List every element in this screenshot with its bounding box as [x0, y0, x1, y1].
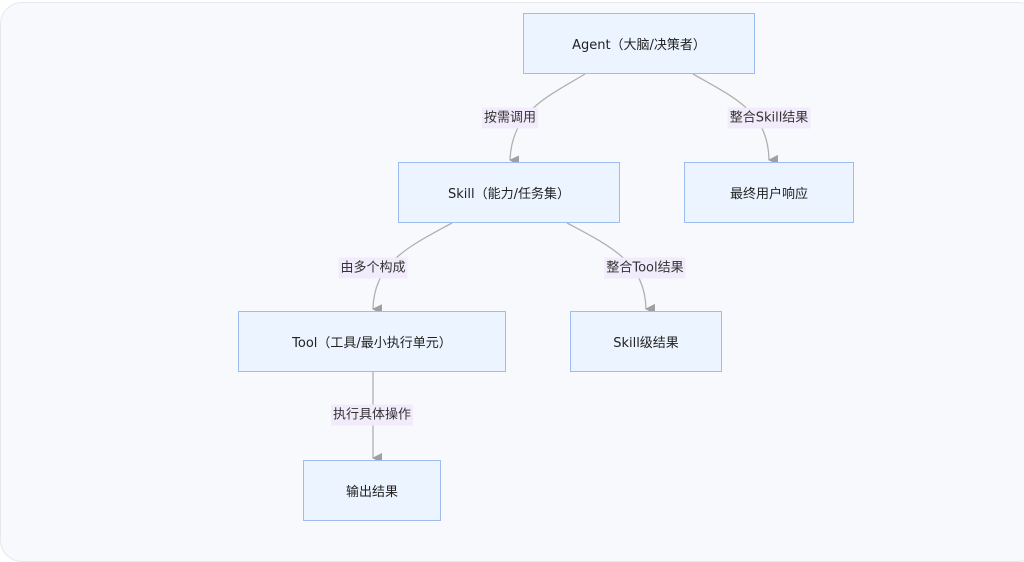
node-skill-label: Skill（能力/任务集）: [448, 187, 570, 202]
edge-label-integrate-tool: 整合Tool结果: [604, 257, 686, 279]
edge-label-composed-of: 由多个构成: [338, 257, 408, 279]
node-output-label: 输出结果: [345, 485, 398, 500]
node-skill[interactable]: Skill（能力/任务集）: [398, 162, 620, 223]
node-tool-label: Tool（工具/最小执行单元）: [292, 336, 452, 351]
node-final-response[interactable]: 最终用户响应: [684, 162, 854, 223]
node-agent[interactable]: Agent（大脑/决策者）: [523, 13, 755, 74]
node-skill-result[interactable]: Skill级结果: [570, 311, 722, 372]
edge-label-execute: 执行具体操作: [330, 404, 414, 426]
edge-skill-tool: [372, 222, 453, 315]
node-agent-label: Agent（大脑/决策者）: [572, 38, 706, 53]
edges-layer: [372, 73, 779, 463]
node-final-response-label: 最终用户响应: [729, 187, 808, 202]
edge-label-integrate-skill: 整合Skill结果: [727, 107, 811, 129]
node-skill-result-label: Skill级结果: [613, 336, 679, 351]
node-output[interactable]: 输出结果: [303, 460, 441, 521]
edge-label-invoke: 按需调用: [481, 107, 539, 129]
edge-skill-skillresult: [566, 222, 656, 314]
node-tool[interactable]: Tool（工具/最小执行单元）: [238, 311, 506, 372]
